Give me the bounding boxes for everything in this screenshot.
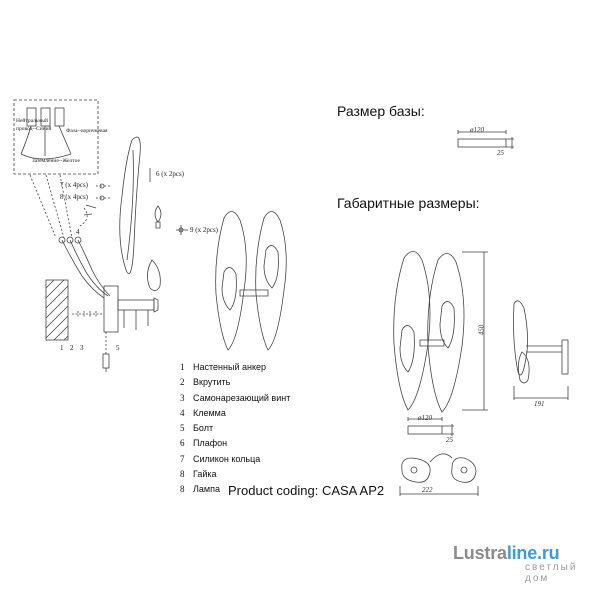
legend-item: 4 Клемма bbox=[180, 406, 340, 421]
callout-2: 2 bbox=[70, 344, 74, 352]
legend-item: 6 Плафон bbox=[180, 436, 340, 451]
dim-base-depth: 25 bbox=[497, 149, 504, 157]
callout-1: 1 bbox=[60, 344, 64, 352]
dim-top-diameter: ø120 bbox=[418, 414, 432, 422]
legend-number: 6 bbox=[180, 438, 185, 449]
parts-legend: 1 Настенный анкер 2 Вкрутить 3 Самонарезающ… bbox=[180, 360, 340, 498]
mount-plate bbox=[103, 285, 119, 333]
callout-7: 7 (x 4pcs) bbox=[60, 181, 88, 189]
legend-number: 1 bbox=[180, 362, 185, 372]
legend-number: 2 bbox=[180, 377, 185, 388]
legend-number: 4 bbox=[180, 407, 185, 418]
dim-width: 222 bbox=[422, 486, 433, 494]
product-coding: Product coding: CASA AP2 bbox=[228, 483, 385, 498]
legend-item: 5 Болт bbox=[180, 421, 340, 436]
legend-item: 8 Гайка bbox=[180, 467, 340, 482]
legend-label: Силикон кольца bbox=[193, 453, 261, 464]
terminal-1 bbox=[26, 107, 37, 127]
wiring-inset-box bbox=[13, 99, 99, 175]
base-size-view bbox=[457, 130, 514, 149]
logo-tagline: светлый дом bbox=[525, 562, 578, 584]
shade-outline bbox=[119, 136, 141, 275]
callout-3: 3 bbox=[80, 344, 84, 352]
dim-height: 450 bbox=[477, 324, 486, 336]
callout-8: 8 (x 4pcs) bbox=[60, 193, 88, 201]
dim-top-depth: 25 bbox=[446, 436, 453, 444]
wiring-ground-label: Заземление--Желтое bbox=[32, 158, 80, 164]
wall-hatch bbox=[45, 279, 69, 341]
lustraline-logo[interactable]: Lustraline.ru светлый дом bbox=[453, 543, 600, 584]
legend-item: 8 Лампа bbox=[180, 482, 340, 497]
overall-front-view bbox=[393, 251, 488, 413]
callout-6: 6 (x 2pcs) bbox=[156, 170, 184, 178]
legend-label: Самонарезающий винт bbox=[193, 392, 291, 403]
overall-top-view bbox=[399, 417, 479, 496]
legend-label: Лампа bbox=[193, 484, 220, 495]
logo-part-a: Lustra bbox=[453, 543, 507, 563]
front-view-fixture bbox=[215, 211, 287, 351]
dim-base-diameter: ø120 bbox=[470, 126, 484, 134]
legend-number: 7 bbox=[180, 453, 185, 464]
legend-label: Настенный анкер bbox=[193, 362, 266, 372]
logo-part-b: line.ru bbox=[506, 543, 560, 563]
overall-side-view bbox=[513, 300, 569, 400]
callout-4: 4 bbox=[76, 228, 80, 236]
legend-label: Клемма bbox=[193, 407, 226, 418]
lamp-bulb bbox=[154, 205, 162, 223]
legend-label: Гайка bbox=[193, 469, 217, 480]
legend-item: 2 Вкрутить bbox=[180, 375, 340, 390]
wiring-neutral-label-2: провод--Синий bbox=[16, 126, 52, 132]
callout-5: 5 bbox=[116, 344, 120, 352]
legend-item: 7 Силикон кольца bbox=[180, 452, 340, 467]
legend-item: 1 Настенный анкер bbox=[180, 360, 340, 375]
base-size-heading: Размер базы: bbox=[337, 103, 425, 119]
overall-size-heading: Габаритные размеры: bbox=[337, 195, 480, 211]
legend-item: 3 Самонарезающий винт bbox=[180, 391, 340, 406]
dim-depth: 191 bbox=[534, 400, 545, 408]
legend-number: 5 bbox=[180, 423, 185, 434]
legend-number: 3 bbox=[180, 392, 185, 403]
legend-label: Плафон bbox=[193, 438, 228, 449]
logo-wordmark: Lustraline.ru bbox=[453, 543, 600, 564]
terminal-3 bbox=[54, 107, 65, 127]
wiring-phase-label: Фаза--коричневая bbox=[66, 128, 108, 134]
legend-number: 8 bbox=[180, 484, 185, 495]
callout-9: 9 (x 2pcs) bbox=[190, 226, 218, 234]
legend-number: 8 bbox=[180, 469, 185, 480]
wiring-neutral-label: Нейтральный bbox=[16, 118, 48, 124]
terminal-2 bbox=[40, 107, 51, 127]
legend-label: Болт bbox=[193, 423, 214, 434]
legend-label: Вкрутить bbox=[193, 377, 231, 388]
